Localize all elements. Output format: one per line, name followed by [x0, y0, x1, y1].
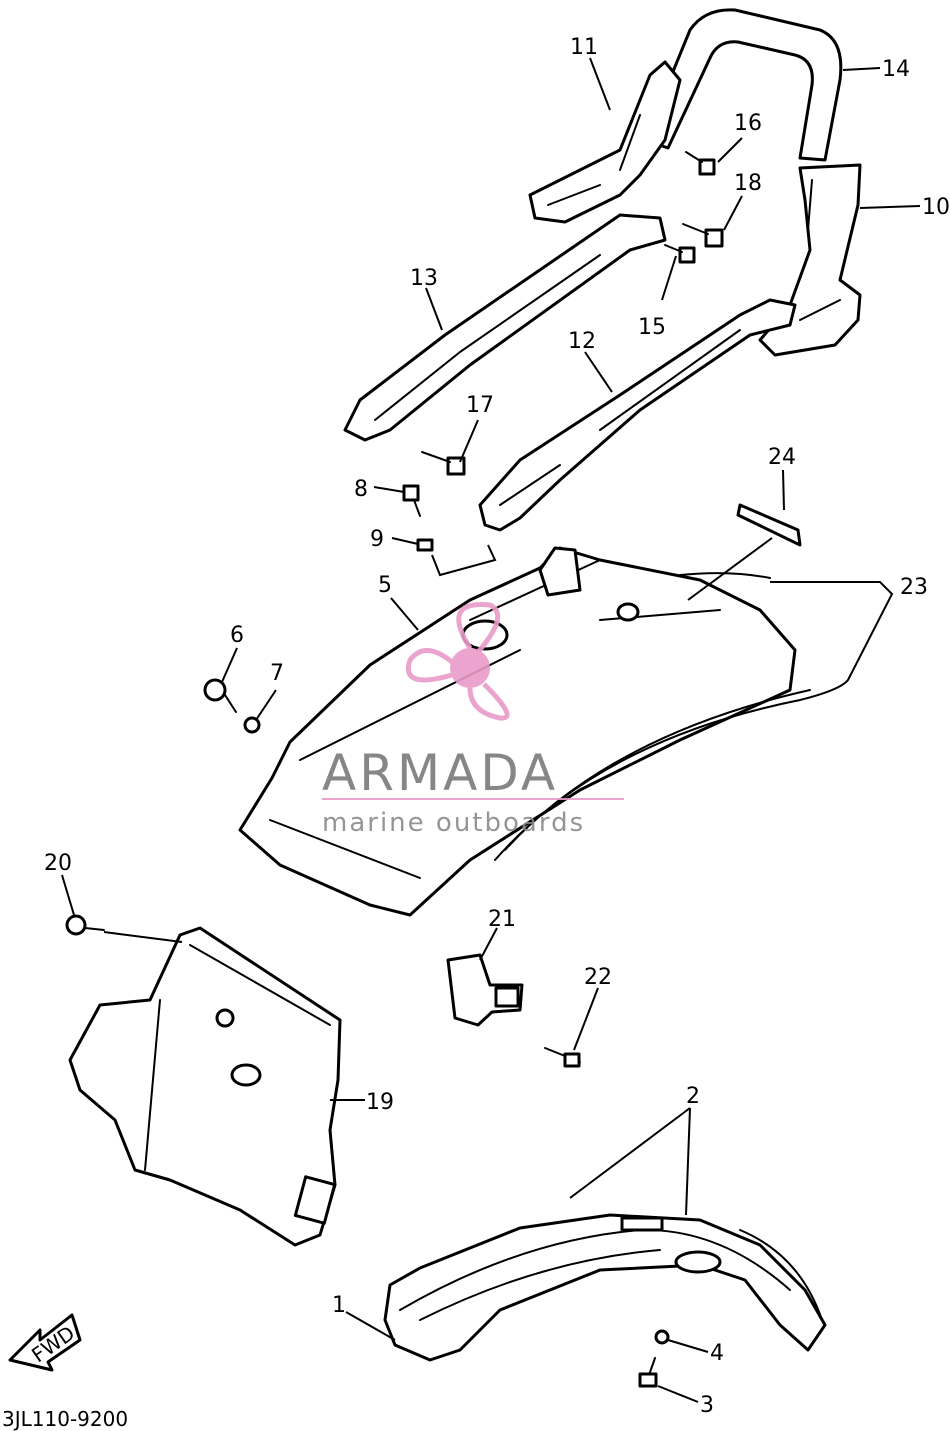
watermark-rule [322, 798, 624, 800]
screw-22 [544, 1047, 581, 1068]
watermark-brand: ARMADA [322, 744, 558, 802]
propeller-logo [406, 602, 510, 721]
bolt-20 [65, 914, 105, 936]
left-rail [343, 213, 667, 442]
bolt-17 [421, 451, 466, 476]
callout-21: 21 [488, 907, 516, 932]
bolt-6 [203, 678, 237, 713]
bolt-15 [664, 244, 696, 264]
callout-15: 15 [638, 315, 666, 340]
callout-9: 9 [370, 527, 384, 552]
left-bracket [528, 60, 682, 224]
callout-10: 10 [922, 195, 950, 220]
callout-20: 20 [44, 851, 72, 876]
right-bracket [758, 163, 862, 357]
callouts: 11 14 16 18 10 13 15 12 17 24 8 9 5 23 6… [44, 35, 950, 1418]
bolt-18 [682, 223, 724, 248]
diagram-code: 3JL110-9200 [2, 1407, 128, 1431]
nut-4 [654, 1329, 670, 1345]
fender-trim [494, 679, 849, 861]
callout-6: 6 [230, 623, 244, 648]
decal-strip [736, 503, 802, 547]
callout-1: 1 [332, 1293, 346, 1318]
callout-3: 3 [700, 1393, 714, 1418]
leader-lines [61, 57, 921, 1403]
callout-8: 8 [354, 477, 368, 502]
bolt-3 [638, 1357, 658, 1388]
callout-12: 12 [568, 329, 596, 354]
callout-23: 23 [900, 575, 928, 600]
callout-5: 5 [378, 573, 392, 598]
front-fender-assembly [383, 1213, 827, 1388]
callout-2: 2 [686, 1084, 700, 1109]
right-rail [478, 298, 797, 532]
callout-19: 19 [366, 1090, 394, 1115]
nut-7 [243, 716, 261, 734]
callout-13: 13 [410, 266, 438, 291]
front-fender [383, 1213, 827, 1362]
rear-fender-assembly [203, 484, 849, 917]
rear-fender [238, 546, 797, 917]
callout-22: 22 [584, 965, 612, 990]
callout-11: 11 [570, 35, 598, 60]
inner-fender [68, 926, 342, 1247]
grab-bar-assembly [343, 8, 862, 532]
clip-9 [416, 538, 434, 552]
watermark-tagline: marine outboards [322, 808, 585, 838]
backrest-bar [643, 8, 843, 162]
inner-fender-assembly [65, 914, 342, 1247]
callout-7: 7 [270, 661, 284, 686]
bolt-16 [685, 151, 716, 176]
callout-4: 4 [710, 1341, 724, 1366]
callout-24: 24 [768, 445, 796, 470]
forward-direction-arrow: FWD [8, 1313, 82, 1372]
callout-18: 18 [734, 171, 762, 196]
callout-16: 16 [734, 111, 762, 136]
bolt-8 [402, 484, 421, 517]
watermark: ARMADA marine outboards [322, 602, 624, 838]
tail-light-bracket [446, 953, 581, 1068]
callout-14: 14 [882, 57, 910, 82]
callout-17: 17 [466, 393, 494, 418]
